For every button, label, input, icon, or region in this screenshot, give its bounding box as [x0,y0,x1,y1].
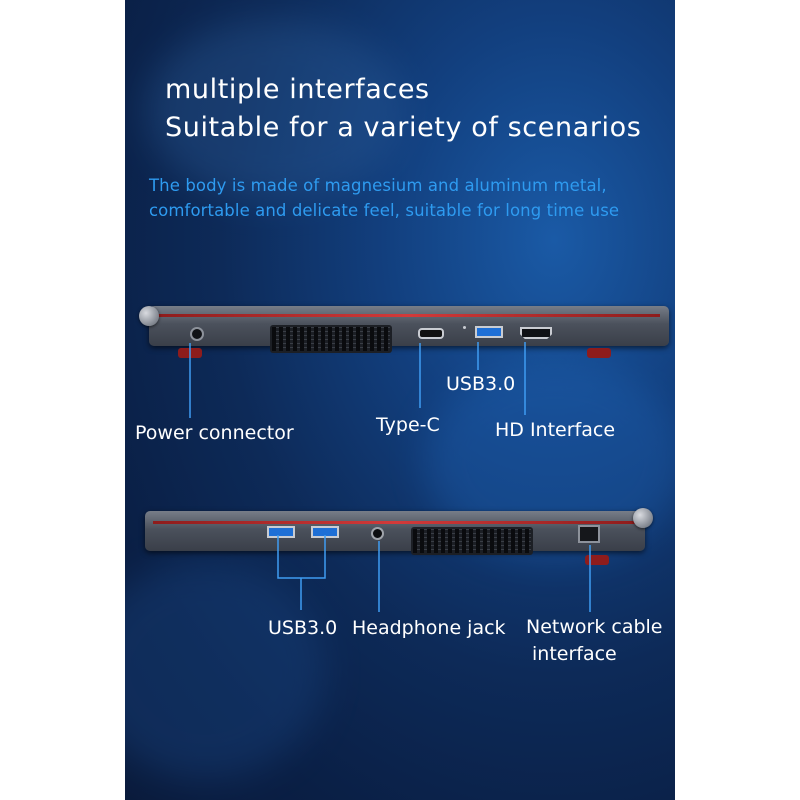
label-network-cable-interface: Network cable interface [526,614,663,668]
headphone-jack-icon [371,527,384,540]
laptop-foot [585,555,609,565]
red-trim-stripe [155,314,660,317]
description-line-2: comfortable and delicate feel, suitable … [149,201,620,220]
usb-port-icon [267,526,295,538]
vent-grille-icon [411,527,533,555]
product-poster: multiple interfaces Suitable for a varie… [125,0,675,800]
label-power-connector: Power connector [135,422,294,444]
label-hd-interface: HD Interface [495,419,616,441]
laptop-foot [178,348,202,358]
laptop-chassis [145,511,645,551]
laptop-foot [587,348,611,358]
hinge-icon [139,306,159,326]
label-network-line-1: Network cable [526,616,663,638]
power-port-icon [190,327,204,341]
laptop-chassis [149,306,669,346]
label-type-c: Type-C [376,414,440,436]
type-c-port-icon [418,328,444,339]
label-usb3-side-one: USB3.0 [446,373,516,395]
vent-grille-icon [270,325,392,353]
indicator-light-icon [463,326,466,329]
label-headphone-jack: Headphone jack [352,617,506,639]
headline-line-1: multiple interfaces [165,74,430,105]
background-glow [125,560,325,780]
red-trim-stripe [153,521,638,524]
description-line-1: The body is made of magnesium and alumin… [149,176,607,195]
usb-port-icon [311,526,339,538]
hinge-icon [633,508,653,528]
label-network-line-2: interface [532,643,617,665]
laptop-left-side [135,300,670,360]
background-glow [145,20,405,200]
headline-line-2: Suitable for a variety of scenarios [165,112,642,143]
usb-port-icon [475,326,503,338]
ethernet-port-icon [578,525,600,543]
hdmi-port-icon [520,327,552,339]
label-usb3-side-two: USB3.0 [268,617,338,639]
laptop-right-side [145,505,655,575]
